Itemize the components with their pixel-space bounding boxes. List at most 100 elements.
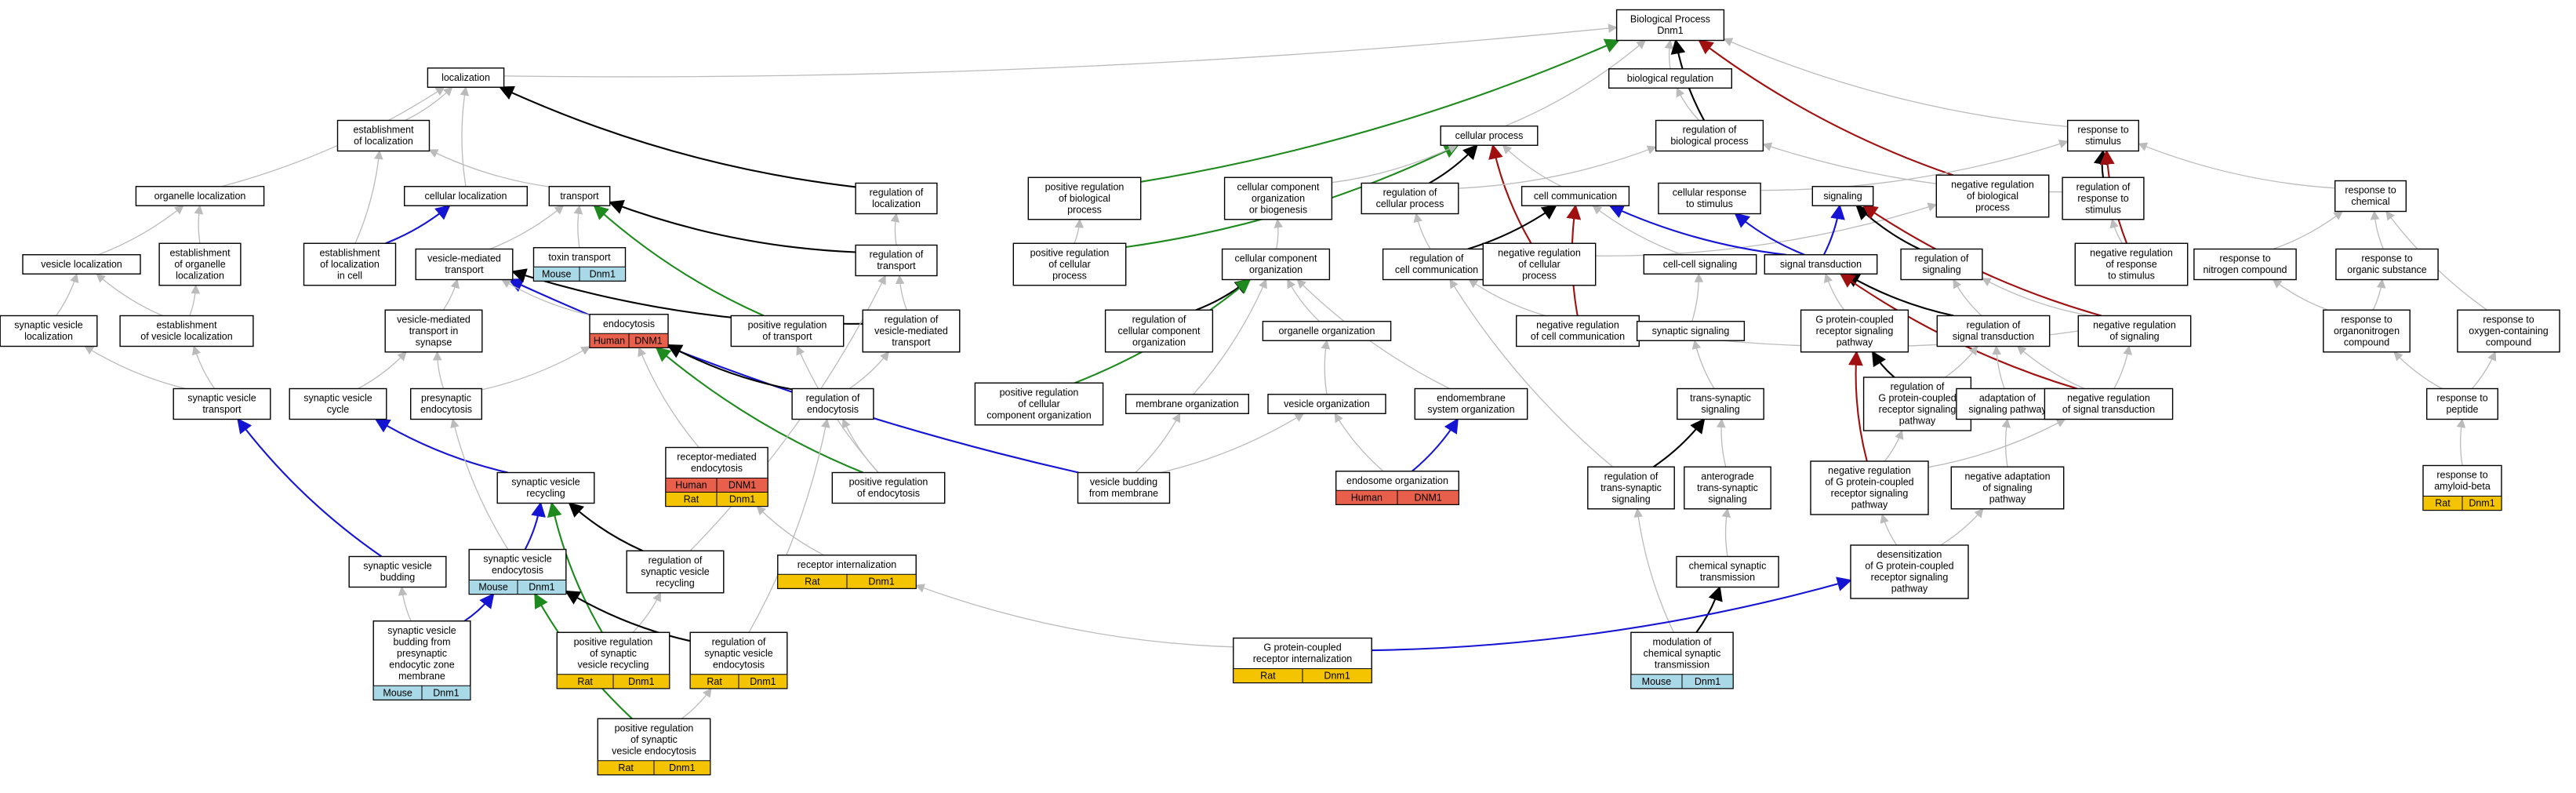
species-badge-label: Rat: [707, 676, 722, 687]
go-term-node[interactable]: vesicle localization: [22, 254, 141, 275]
node-label: cellular response: [1673, 187, 1747, 198]
go-term-node[interactable]: cell communication: [1521, 186, 1630, 206]
node-label: of signaling: [1982, 482, 2032, 493]
node-label: regulation of: [1683, 125, 1737, 136]
go-term-node[interactable]: synaptic signaling: [1636, 321, 1746, 341]
go-term-node[interactable]: biological regulation: [1608, 68, 1732, 89]
node-label: endomembrane: [1437, 393, 1506, 404]
node-box: [1684, 466, 1771, 510]
node-label: organization: [1252, 193, 1305, 204]
go-term-node[interactable]: transport: [548, 186, 611, 206]
go-term-node[interactable]: cell-cell signaling: [1643, 254, 1757, 275]
go-term-node[interactable]: localization: [427, 67, 505, 88]
node-label: synaptic vesicle: [387, 625, 456, 636]
go-term-node[interactable]: organelle localization: [135, 186, 265, 206]
go-term-node[interactable]: cellular process: [1440, 125, 1539, 146]
is-a-edge: [1592, 205, 1683, 256]
go-term-node[interactable]: cellular localization: [404, 186, 529, 206]
is-a-edge: [1488, 144, 1532, 244]
go-term-node[interactable]: signaling: [1811, 186, 1874, 206]
go-term-node[interactable]: organelle organization: [1262, 321, 1392, 341]
go-term-node[interactable]: signal transduction: [1764, 254, 1878, 275]
go-term-node[interactable]: membrane organization: [1125, 394, 1249, 414]
go-term-node[interactable]: vesicle organization: [1267, 394, 1386, 414]
node-label: Biological Process: [1630, 14, 1710, 25]
edge-layer: [56, 24, 2497, 720]
node-box: [1643, 254, 1757, 275]
